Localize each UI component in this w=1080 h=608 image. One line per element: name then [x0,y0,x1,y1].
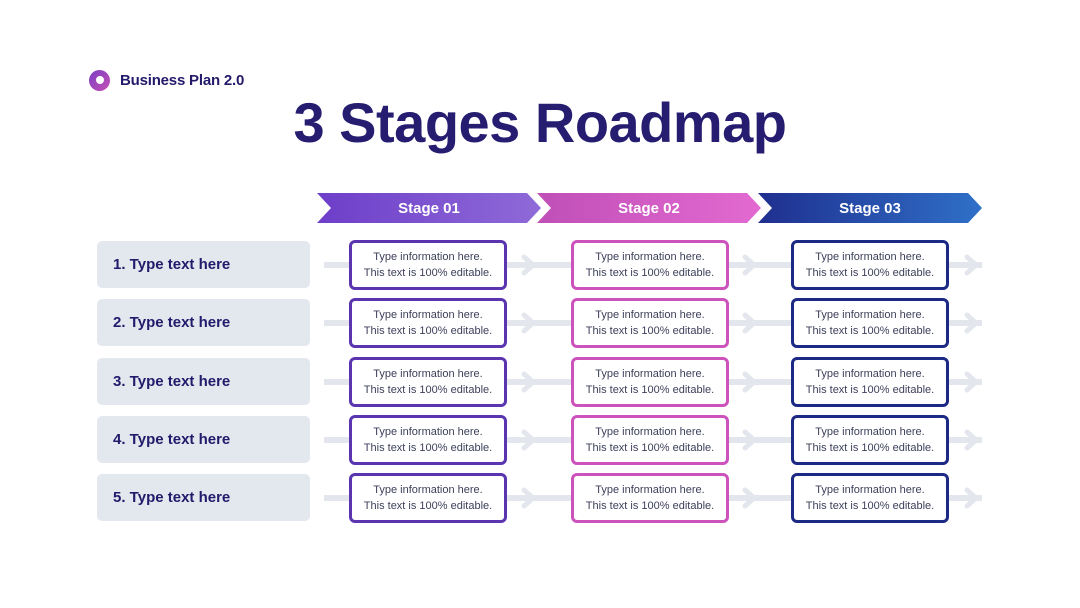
connector-line [728,494,791,501]
info-cell-line-1: Type information here. [815,483,925,496]
info-cell-line-2: This text is 100% editable. [805,383,935,396]
info-cell-r1-s3: Type information here. This text is 100% … [791,239,949,290]
info-cell-line-2: This text is 100% editable. [585,383,715,396]
arrow-right-icon [521,487,536,508]
arrow-right-icon [964,429,979,450]
stage-header-1: Stage 01 [317,193,541,223]
connector-line [324,319,349,326]
row-label-1: 1. Type text here [97,241,310,288]
arrow-right-icon [742,429,757,450]
info-cell-line-2: This text is 100% editable. [585,499,715,512]
info-cell-line-1: Type information here. [595,425,705,438]
info-cell-r2-s2: Type information here. This text is 100% … [571,297,729,348]
stage-header-label: Stage 02 [618,199,680,217]
info-cell-line-1: Type information here. [815,250,925,263]
info-cell-r1-s2: Type information here. This text is 100% … [571,239,729,290]
arrow-right-icon [742,487,757,508]
arrow-right-icon [964,371,979,392]
info-cell-line-1: Type information here. [815,367,925,380]
info-cell-r5-s2: Type information here. This text is 100% … [571,472,729,523]
info-cell-line-2: This text is 100% editable. [363,383,493,396]
info-cell-r1-s1: Type information here. This text is 100% … [349,239,507,290]
connector-line [949,378,982,385]
connector-line [728,436,791,443]
connector-line [728,319,791,326]
info-cell-line-2: This text is 100% editable. [585,324,715,337]
connector-line [507,378,571,385]
info-cell-r4-s2: Type information here. This text is 100% … [571,414,729,465]
info-cell-line-1: Type information here. [373,308,483,321]
info-cell-line-2: This text is 100% editable. [363,324,493,337]
info-cell-line-1: Type information here. [373,250,483,263]
arrow-right-icon [521,429,536,450]
brand-name: Business Plan 2.0 [120,71,245,89]
info-cell-line-1: Type information here. [815,308,925,321]
arrow-right-icon [964,312,979,333]
info-cell-line-2: This text is 100% editable. [363,266,493,279]
arrow-right-icon [964,254,979,275]
info-cell-line-2: This text is 100% editable. [363,441,493,454]
connector-line [507,494,571,501]
info-cell-r3-s3: Type information here. This text is 100% … [791,356,949,407]
arrow-right-icon [964,487,979,508]
arrow-right-icon [521,371,536,392]
connector-line [728,378,791,385]
info-cell-line-2: This text is 100% editable. [363,499,493,512]
arrow-right-icon [521,312,536,333]
stage-header-3: Stage 03 [758,193,982,223]
connector-line [324,436,349,443]
info-cell-line-1: Type information here. [815,425,925,438]
arrow-right-icon [742,371,757,392]
info-cell-r5-s1: Type information here. This text is 100% … [349,472,507,523]
connector-line [949,436,982,443]
connector-line [324,261,349,268]
info-cell-line-1: Type information here. [595,250,705,263]
connector-line [949,261,982,268]
info-cell-r4-s3: Type information here. This text is 100% … [791,414,949,465]
info-cell-line-2: This text is 100% editable. [585,266,715,279]
connector-line [507,261,571,268]
info-cell-r4-s1: Type information here. This text is 100% … [349,414,507,465]
row-label-4: 4. Type text here [97,416,310,463]
info-cell-line-1: Type information here. [595,483,705,496]
connector-line [507,436,571,443]
row-label-5: 5. Type text here [97,474,310,521]
brand-logo-icon [89,69,110,91]
connector-line [949,494,982,501]
connector-line [507,319,571,326]
info-cell-line-1: Type information here. [373,367,483,380]
info-cell-line-1: Type information here. [595,308,705,321]
row-label-2: 2. Type text here [97,299,310,346]
info-cell-r5-s3: Type information here. This text is 100% … [791,472,949,523]
connector-line [324,378,349,385]
info-cell-r3-s1: Type information here. This text is 100% … [349,356,507,407]
row-label-3: 3. Type text here [97,358,310,405]
info-cell-line-1: Type information here. [595,367,705,380]
info-cell-r2-s1: Type information here. This text is 100% … [349,297,507,348]
brand: Business Plan 2.0 [89,69,244,91]
info-cell-line-2: This text is 100% editable. [805,324,935,337]
connector-line [949,319,982,326]
stage-header-label: Stage 03 [839,199,901,217]
stage-header-2: Stage 02 [537,193,761,223]
stage-header-label: Stage 01 [398,199,460,217]
connector-line [324,494,349,501]
info-cell-line-2: This text is 100% editable. [805,441,935,454]
arrow-right-icon [521,254,536,275]
info-cell-r2-s3: Type information here. This text is 100% … [791,297,949,348]
slide-title: 3 Stages Roadmap [293,91,787,154]
info-cell-line-1: Type information here. [373,483,483,496]
info-cell-line-2: This text is 100% editable. [805,266,935,279]
info-cell-line-2: This text is 100% editable. [805,499,935,512]
info-cell-line-1: Type information here. [373,425,483,438]
info-cell-r3-s2: Type information here. This text is 100% … [571,356,729,407]
arrow-right-icon [742,254,757,275]
arrow-right-icon [742,312,757,333]
connector-line [728,261,791,268]
info-cell-line-2: This text is 100% editable. [585,441,715,454]
